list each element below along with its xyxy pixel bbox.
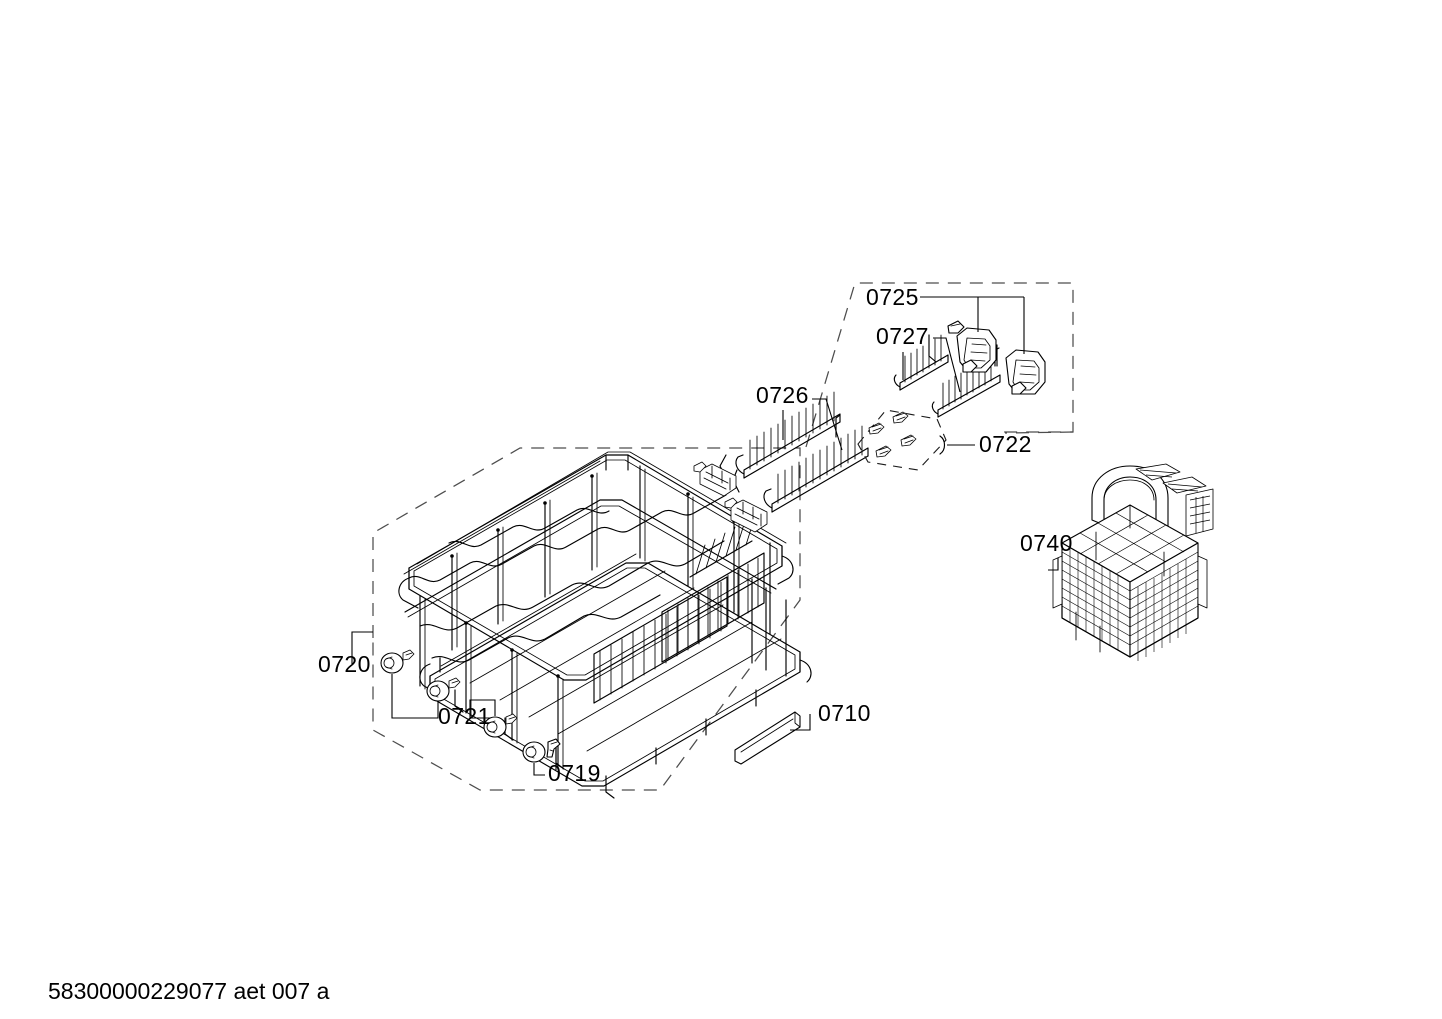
roller-3: [483, 713, 518, 738]
basket-tine-row-front: [593, 576, 728, 704]
label-0725: 0725: [866, 284, 919, 310]
part-0719-roller-pin: [522, 738, 561, 763]
top-grid: [1079, 512, 1185, 575]
diagram-caption: 58300000229077 aet 007 a: [48, 978, 330, 1004]
clip-a: [868, 422, 885, 435]
part-0725-holder-clip-right: [1005, 349, 1046, 395]
leader-0710: [790, 714, 811, 731]
label-0710: 0710: [818, 700, 871, 726]
part-0725-holder-clip-left: [947, 320, 997, 373]
leader-0721-c: [469, 699, 496, 719]
clip-c: [900, 434, 917, 447]
label-0740: 0740: [1020, 530, 1073, 556]
mesh-left: [1061, 548, 1131, 650]
clip-d: [875, 445, 892, 458]
label-0720: 0720: [318, 651, 371, 677]
part-0726-large-tine-rack-front: [763, 414, 869, 513]
leader-0727-b: [933, 337, 961, 393]
label-0719: 0719: [548, 760, 601, 786]
label-0721: 0721: [438, 703, 491, 729]
label-0722: 0722: [979, 431, 1032, 457]
clip-b: [892, 411, 909, 424]
part-0721-rollers: [380, 649, 518, 738]
part-0710-insert-strip: [734, 711, 801, 765]
basket-tine-row-back: [661, 552, 765, 663]
leader-0726-b: [812, 398, 843, 451]
leader-0720: [351, 631, 373, 664]
leader-0721-a: [391, 674, 430, 719]
part-0726-large-tine-rack-back: [735, 391, 841, 479]
leader-0719-a: [533, 763, 545, 776]
leader-0721-b: [430, 702, 439, 719]
basket-bracket-upper: [693, 461, 737, 497]
roller-1: [380, 649, 415, 674]
part-0740-cutlery-basket: [1052, 463, 1214, 661]
leader-0740: [1048, 558, 1059, 571]
roller-2: [426, 677, 461, 702]
label-0727: 0727: [876, 323, 929, 349]
dashed-boundary-accessory-group-2: [1004, 431, 1074, 434]
part-0722-small-clips: [857, 409, 947, 471]
label-0726: 0726: [756, 382, 809, 408]
basket-bracket-lower: [724, 497, 768, 533]
